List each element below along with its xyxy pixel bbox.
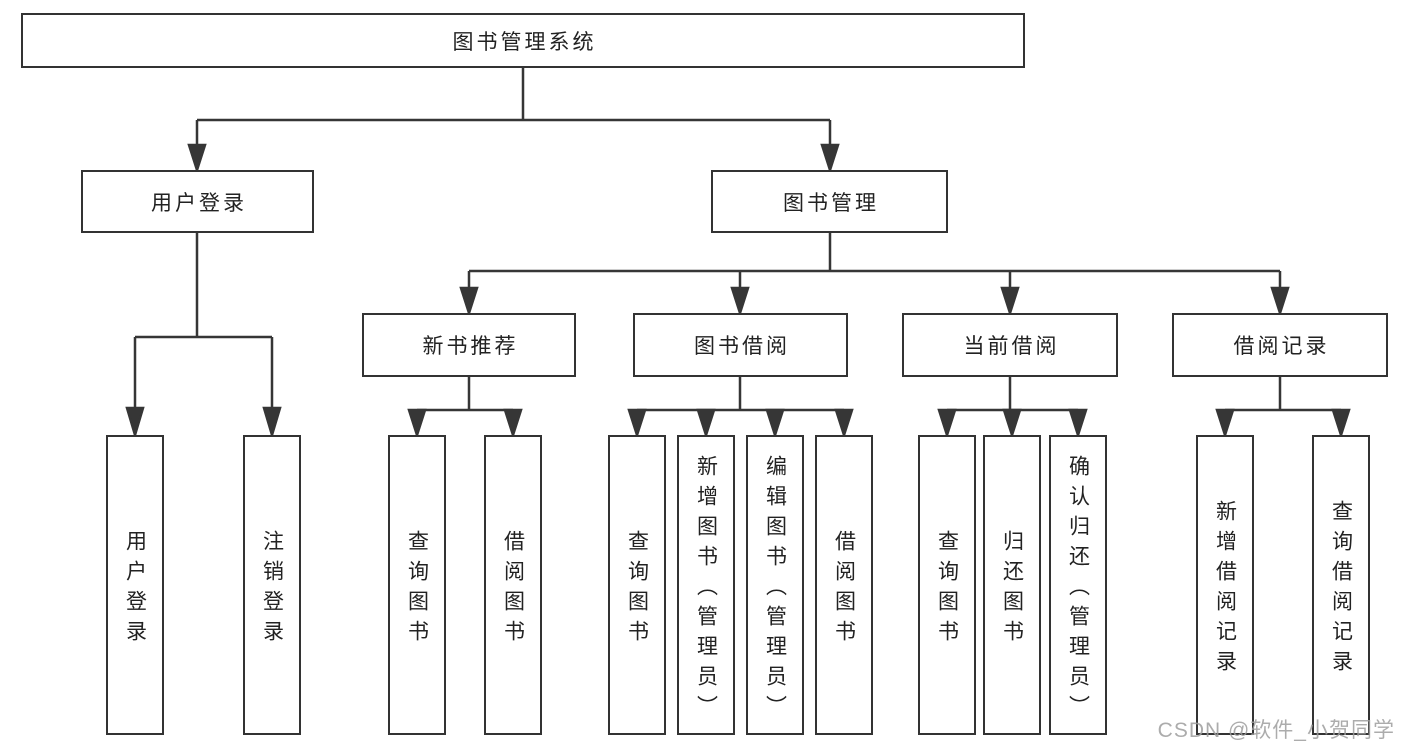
node-borrow-record-label: 借阅记录 (1233, 335, 1330, 358)
connector-book-mgmt-children (467, 233, 1282, 289)
arrowhead-new-book (459, 286, 479, 318)
connector-book-borrow-children (637, 377, 844, 412)
leaf-logout-label: 注销登录 (260, 529, 284, 650)
leaf-add-borrow-record: 新增借阅记录 (1196, 435, 1254, 735)
csdn-watermark: CSDN @软件_小贺同学 (1157, 719, 1395, 742)
node-book-borrow-label: 图书借阅 (694, 335, 790, 358)
leaf-borrow-book-2-label: 借阅图书 (832, 529, 856, 650)
leaf-add-borrow-record-label: 新增借阅记录 (1213, 499, 1237, 680)
arrowhead-leaf-logout (262, 406, 282, 440)
arrowhead-current-borrow (1000, 286, 1020, 318)
leaf-borrow-book-1-label: 借阅图书 (501, 529, 525, 650)
node-book-mgmt: 图书管理 (711, 170, 948, 233)
leaf-user-login-label: 用户登录 (123, 529, 147, 650)
leaf-logout: 注销登录 (243, 435, 301, 735)
node-user-login: 用户登录 (81, 170, 314, 233)
leaf-edit-book-admin: 编辑图书（管理员） (746, 435, 804, 735)
arrowhead-book-mgmt (820, 143, 840, 175)
node-borrow-record: 借阅记录 (1172, 313, 1388, 377)
connector-user-login-children (133, 233, 274, 409)
node-new-book-rec: 新书推荐 (362, 313, 576, 377)
arrowhead-leaf-add-record (1215, 408, 1235, 440)
leaf-query-book-1: 查询图书 (388, 435, 446, 735)
leaf-return-book: 归还图书 (983, 435, 1041, 735)
arrowhead-leaf-query-1 (407, 408, 427, 440)
arrowhead-borrow-record (1270, 286, 1290, 318)
leaf-confirm-return-admin: 确认归还（管理员） (1049, 435, 1107, 735)
arrowhead-leaf-confirm-return (1068, 408, 1088, 440)
arrowhead-leaf-query-3 (937, 408, 957, 440)
node-current-borrow-label: 当前借阅 (963, 335, 1060, 358)
leaf-add-book-admin-label: 新增图书（管理员） (694, 454, 718, 725)
leaf-query-borrow-record-label: 查询借阅记录 (1329, 499, 1353, 680)
arrowhead-leaf-borrow-2 (834, 408, 854, 440)
leaf-user-login: 用户登录 (106, 435, 164, 735)
leaf-return-book-label: 归还图书 (1000, 529, 1024, 650)
leaf-query-book-3-label: 查询图书 (935, 529, 959, 650)
connector-current-borrow-children (947, 377, 1078, 412)
node-user-login-label: 用户登录 (151, 191, 247, 215)
arrowhead-leaf-borrow-1 (503, 408, 523, 440)
node-root-label: 图书管理系统 (452, 30, 597, 54)
leaf-edit-book-admin-label: 编辑图书（管理员） (763, 454, 787, 725)
arrowhead-leaf-query-record (1331, 408, 1351, 440)
leaf-query-borrow-record: 查询借阅记录 (1312, 435, 1370, 735)
connector-borrow-record-children (1225, 377, 1341, 412)
leaf-confirm-return-admin-label: 确认归还（管理员） (1066, 454, 1090, 725)
node-current-borrow: 当前借阅 (902, 313, 1118, 377)
leaf-query-book-2-label: 查询图书 (625, 529, 649, 650)
arrowhead-leaf-query-2 (627, 408, 647, 440)
leaf-borrow-book-2: 借阅图书 (815, 435, 873, 735)
node-book-mgmt-label: 图书管理 (783, 191, 879, 215)
node-book-borrow: 图书借阅 (633, 313, 848, 377)
leaf-query-book-1-label: 查询图书 (405, 529, 429, 650)
leaf-query-book-3: 查询图书 (918, 435, 976, 735)
leaf-query-book-2: 查询图书 (608, 435, 666, 735)
leaf-add-book-admin: 新增图书（管理员） (677, 435, 735, 735)
node-new-book-rec-label: 新书推荐 (422, 335, 519, 358)
arrowhead-leaf-login (125, 406, 145, 440)
arrowhead-user-login (187, 143, 207, 175)
arrowhead-leaf-return (1002, 408, 1022, 440)
leaf-borrow-book-1: 借阅图书 (484, 435, 542, 735)
connector-new-book-children (417, 377, 513, 412)
connector-root-to-level2 (195, 68, 832, 146)
arrowhead-leaf-edit-book (765, 408, 785, 440)
arrowhead-book-borrow (730, 286, 750, 318)
node-root: 图书管理系统 (21, 13, 1025, 68)
arrowhead-leaf-add-book (696, 408, 716, 440)
